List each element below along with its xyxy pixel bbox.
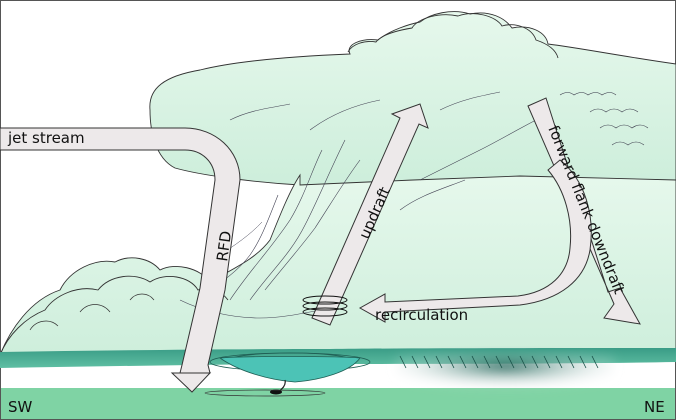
label-jet-stream: jet stream: [7, 129, 85, 147]
rfd-arrowhead: [170, 372, 212, 393]
label-ne: NE: [644, 398, 665, 416]
label-rfd: RFD: [213, 230, 235, 263]
label-sw: SW: [8, 398, 33, 416]
wall-cloud: [204, 352, 371, 397]
precipitation-shaft: [395, 354, 615, 394]
forward-flank-downdraft-arrow: [527, 97, 641, 325]
recirculation-arrow: [358, 159, 592, 323]
label-recirculation: recirculation: [375, 306, 468, 324]
rotation-coil-icon: [302, 295, 348, 317]
updraft-arrow: [311, 103, 429, 326]
